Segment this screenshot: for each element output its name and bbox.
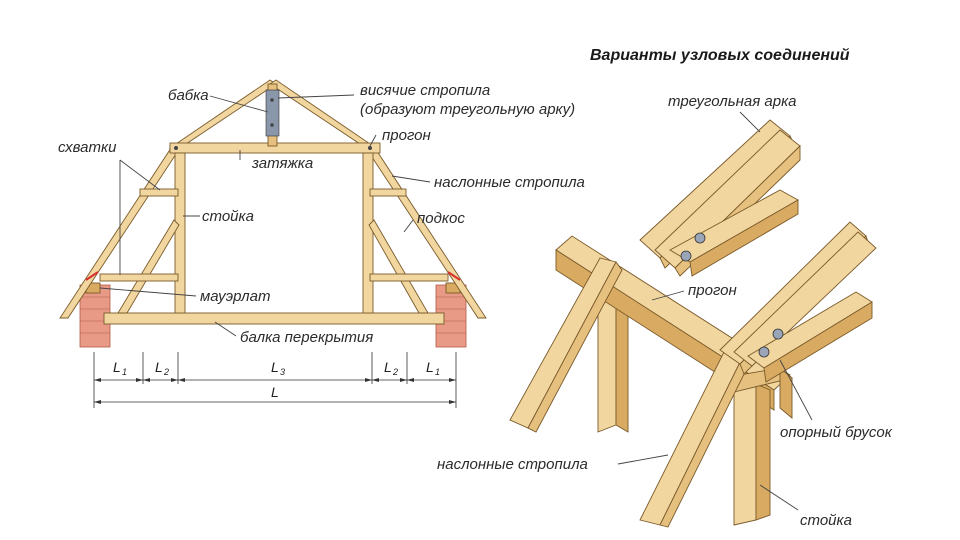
nail [174, 146, 178, 150]
bolt [758, 346, 770, 358]
left-brace [117, 219, 180, 314]
leader-lines-left [99, 94, 431, 337]
bolt [694, 232, 706, 244]
label-progon-right: прогон [688, 282, 737, 299]
slope-rafter-back-side [527, 261, 623, 433]
left-slope-rafter [59, 144, 183, 319]
right-collar-lower [369, 273, 449, 282]
joint-rafter-b [733, 231, 877, 367]
dim-L-total: L [271, 384, 279, 400]
leader-nasl-strop-bottom [617, 454, 669, 465]
arch-collar-side [689, 199, 799, 277]
left-collar-upper [139, 188, 179, 197]
section-title: Варианты узловых соединений [590, 47, 850, 64]
label-stoyka-left: стойка [202, 208, 254, 225]
truss-elevation [59, 79, 487, 348]
left-collar-lower [99, 273, 179, 282]
brick-joints [80, 296, 466, 334]
dim-L2-right-sub: 2 [392, 367, 398, 377]
nail [368, 146, 372, 150]
assembled-joint [509, 221, 877, 528]
left-post [174, 152, 186, 314]
right-slope-rafter [363, 144, 487, 319]
right-anchor-tie [447, 271, 461, 281]
right-collar-upper [369, 188, 407, 197]
bolt [680, 250, 692, 262]
dim-L2-left-sub: 2 [163, 367, 169, 377]
label-skhvatki: схватки [58, 139, 117, 156]
nail [270, 123, 274, 127]
left-anchor-tie [85, 271, 99, 281]
dim-L2-left: L [155, 359, 163, 375]
leader-stoyka-right [759, 484, 799, 511]
dim-L2-right: L [384, 359, 392, 375]
support-block-side [779, 367, 793, 419]
far-post [597, 291, 617, 433]
label-babka: бабка [168, 87, 209, 104]
label-balka: балка перекрытия [240, 329, 373, 346]
dim-L1-left: L [113, 359, 121, 375]
leader-progon-right [651, 290, 685, 301]
dimension-lines [93, 352, 457, 408]
label-hanging-rafters: висячие стропила [360, 82, 490, 99]
label-podkos: подкос [417, 210, 465, 227]
joint-collar-side [763, 301, 873, 383]
dim-L1-right-sub: 1 [435, 367, 440, 377]
nail [270, 98, 274, 102]
label-progon-left: прогон [382, 127, 431, 144]
right-brace [368, 219, 429, 314]
leader-opor-brusok [779, 359, 813, 421]
front-post [733, 383, 757, 526]
leader-tri-arka [739, 111, 761, 133]
label-zatyazhka: затяжка [251, 155, 313, 172]
label-nasl-strop-top: наслонные стропила [434, 174, 585, 191]
triangular-arch-joint [639, 119, 801, 277]
dim-L1-right: L [426, 359, 434, 375]
king-post-plate [265, 89, 280, 137]
dim-L3-sub: 3 [280, 367, 285, 377]
label-nasl-strop-bottom: наслонные стропила [437, 456, 588, 473]
bolt [772, 328, 784, 340]
dim-L1-left-sub: 1 [122, 367, 127, 377]
right-post [362, 152, 374, 314]
label-mauerlat: мауэрлат [200, 288, 270, 305]
dim-L3: L [271, 359, 279, 375]
label-stoyka-right: стойка [800, 512, 852, 529]
floor-beam [103, 312, 445, 325]
front-post-side [755, 383, 771, 521]
slope-rafter-front [639, 339, 749, 526]
label-hanging-rafters-note: (образуют треугольную арку) [360, 101, 575, 118]
label-opor-brusok: опорный брусок [780, 424, 893, 441]
label-tri-arka: треугольная арка [668, 93, 797, 110]
